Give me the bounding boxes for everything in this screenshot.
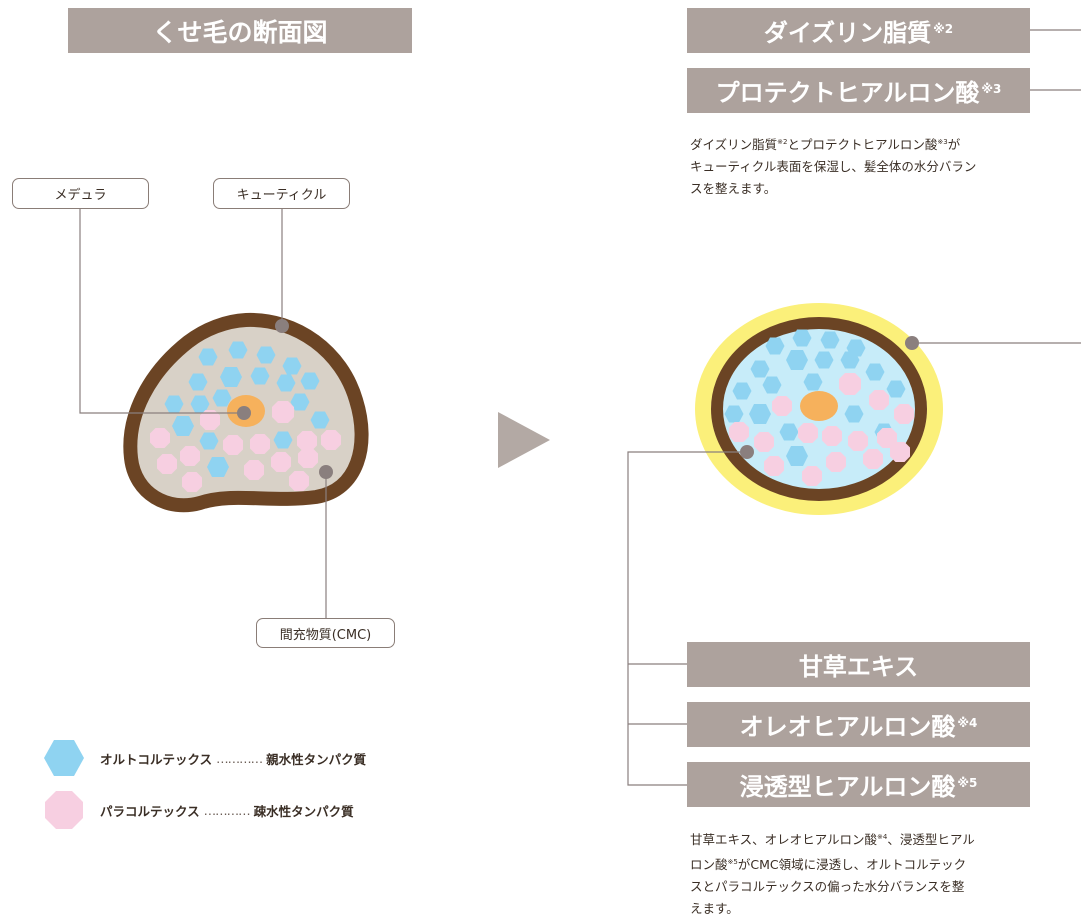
banner-protect-hyaluronic: プロテクトヒアルロン酸※3 <box>687 68 1030 113</box>
banner-penetrating-hyaluronic: 浸透型ヒアルロン酸※5 <box>687 762 1030 807</box>
label-cuticle: キューティクル <box>213 178 350 209</box>
banner-soy-lipid: ダイズリン脂質※2 <box>687 8 1030 53</box>
right-medulla <box>800 391 838 421</box>
banner-licorice: 甘草エキス <box>687 642 1030 687</box>
top-description: ダイズリン脂質※2とプロテクトヒアルロン酸※3が キューティクル表面を保湿し、髪… <box>690 137 977 197</box>
label-cmc: 間充物質(CMC) <box>256 618 395 648</box>
bottom-description: 甘草エキス、オレオヒアルロン酸※4、浸透型ヒアル ロン酸※5がCMC領域に浸透し… <box>690 832 975 917</box>
banner-oleo-hyaluronic: オレオヒアルロン酸※4 <box>687 702 1030 747</box>
left-title: くせ毛の断面図 <box>152 17 328 47</box>
left-pointers <box>79 209 327 618</box>
legend-para: パラコルテックス ………… 疎水性タンパク質 <box>44 790 354 830</box>
para-octagon-icon <box>45 791 83 829</box>
right-pointers <box>627 29 1081 786</box>
left-title-banner: くせ毛の断面図 <box>68 8 412 53</box>
right-pointer-dots <box>740 336 919 459</box>
ortho-hexagon-icon <box>44 740 84 776</box>
right-cross-section <box>695 303 943 515</box>
label-medulla: メデュラ <box>12 178 149 209</box>
legend-ortho: オルトコルテックス ………… 親水性タンパク質 <box>44 738 366 778</box>
transition-arrow-icon <box>498 412 550 468</box>
left-pointer-dots <box>237 319 333 479</box>
